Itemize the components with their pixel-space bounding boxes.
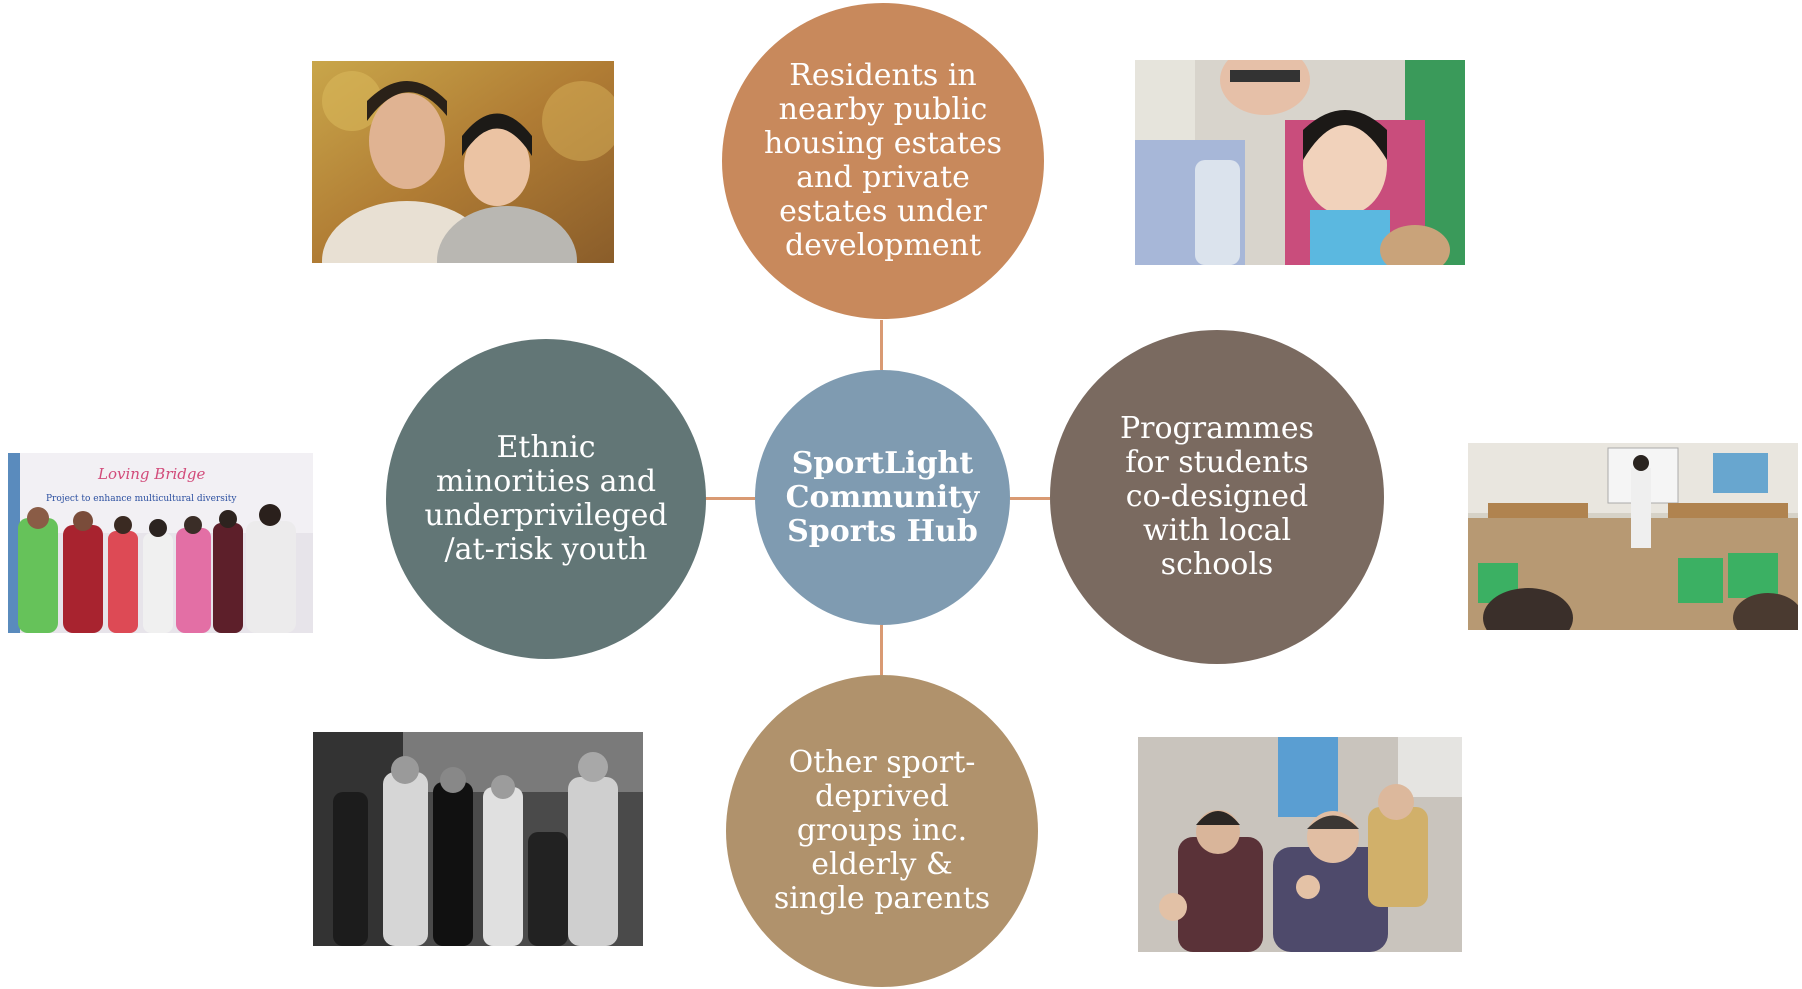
banner-subtitle: Project to enhance multicultural diversi… xyxy=(46,494,237,504)
photo-father-and-son xyxy=(312,61,614,263)
node-bottom-label: Other sport-deprived groups inc. elderly… xyxy=(773,745,991,916)
node-left-label: Ethnic minorities and underprivileged /a… xyxy=(424,430,668,567)
hub-label: SportLight Community Sports Hub xyxy=(785,445,980,549)
photo-classroom-debate xyxy=(1468,443,1798,630)
photo-multicultural-group: Loving Bridge Project to enhance multicu… xyxy=(8,453,313,633)
node-left-circle: Ethnic minorities and underprivileged /a… xyxy=(386,339,706,659)
photo-girl-with-mother xyxy=(1135,60,1465,265)
banner-title: Loving Bridge xyxy=(97,465,205,483)
connector-bottom xyxy=(880,625,883,675)
photo-elderly-exercise xyxy=(1138,737,1462,952)
node-right-circle: Programmes for students co-designed with… xyxy=(1050,330,1384,664)
node-top-label: Residents in nearby public housing estat… xyxy=(763,58,1003,263)
photo-youth-street-bw xyxy=(313,732,643,946)
connector-left xyxy=(705,497,755,500)
hub-circle: SportLight Community Sports Hub xyxy=(755,370,1010,625)
connector-right xyxy=(1010,497,1050,500)
node-right-label: Programmes for students co-designed with… xyxy=(1119,411,1315,582)
node-top-circle: Residents in nearby public housing estat… xyxy=(722,3,1044,319)
connector-top xyxy=(880,320,883,370)
node-bottom-circle: Other sport-deprived groups inc. elderly… xyxy=(726,675,1038,987)
